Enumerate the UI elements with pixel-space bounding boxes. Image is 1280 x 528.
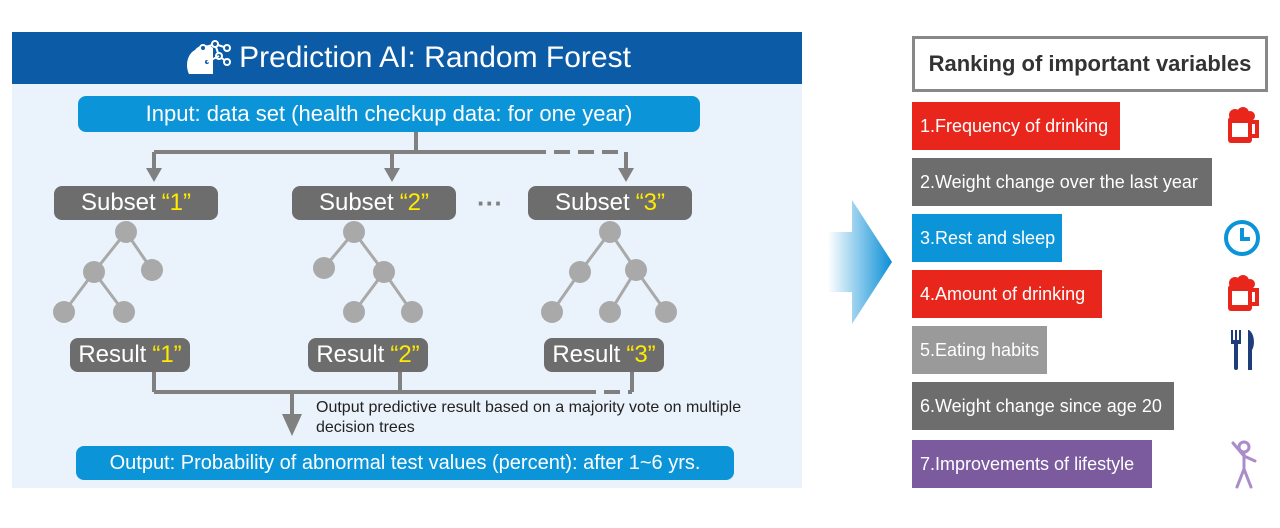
clock-icon (1220, 214, 1264, 262)
tree-node (83, 261, 105, 283)
title-bar: Prediction AI: Random Forest (12, 32, 802, 84)
tree-node (343, 221, 365, 243)
tree-node (53, 301, 75, 323)
rank-item-6: 6.Weight change since age 20 (912, 382, 1174, 430)
tree-node (401, 301, 423, 323)
tree-node (373, 261, 395, 283)
subset-label: Subset (80, 189, 156, 216)
result-number: “1” (152, 341, 182, 368)
subset-number: “3” (635, 189, 666, 216)
tree-node (115, 221, 137, 243)
tree-node (655, 301, 677, 323)
tree-node (599, 301, 621, 323)
result-label: Result (552, 341, 621, 368)
tree-node (141, 259, 163, 281)
input-box: Input: data set (health checkup data: fo… (78, 96, 700, 132)
subset-number: “1” (161, 189, 192, 216)
tree-node (599, 221, 621, 243)
tree-node (569, 261, 591, 283)
subset-3: Subset“3” (528, 186, 692, 220)
rank-item-1: 1.Frequency of drinking (912, 102, 1120, 150)
tree-node (313, 257, 335, 279)
tree-node (625, 259, 647, 281)
subset-number: “2” (399, 189, 430, 216)
rank-item-3: 3.Rest and sleep (912, 214, 1062, 262)
subset-2: Subset“2” (292, 186, 456, 220)
right-arrow-icon (828, 200, 892, 324)
page-title: Prediction AI: Random Forest (239, 41, 631, 74)
tree-node (113, 301, 135, 323)
output-box: Output: Probability of abnormal test val… (76, 446, 734, 480)
result-label: Result (316, 341, 385, 368)
result-3: Result“3” (544, 338, 664, 372)
subset-1: Subset“1” (54, 186, 218, 220)
result-label: Result (78, 341, 147, 368)
tree-node (343, 301, 365, 323)
majority-vote-note: Output predictive result based on a majo… (316, 399, 742, 436)
result-1: Result“1” (70, 338, 190, 372)
subset-label: Subset (318, 189, 394, 216)
ranking-title: Ranking of important variables (912, 36, 1268, 92)
fork-knife-icon (1220, 326, 1264, 374)
result-2: Result“2” (308, 338, 428, 372)
rank-item-4: 4.Amount of drinking (912, 270, 1102, 318)
rank-item-5: 5.Eating habits (912, 326, 1047, 374)
beer-mug-icon (1220, 270, 1264, 318)
tree-node (541, 301, 563, 323)
ellipsis: ··· (477, 188, 503, 218)
ai-brain-icon (187, 40, 232, 74)
rank-item-7: 7.Improvements of lifestyle (912, 440, 1152, 488)
result-number: “2” (390, 341, 420, 368)
subset-label: Subset (554, 189, 630, 216)
result-number: “3” (626, 341, 656, 368)
beer-mug-icon (1220, 102, 1264, 150)
rank-item-2: 2.Weight change over the last year (912, 158, 1212, 206)
exercise-person-icon (1222, 438, 1266, 492)
